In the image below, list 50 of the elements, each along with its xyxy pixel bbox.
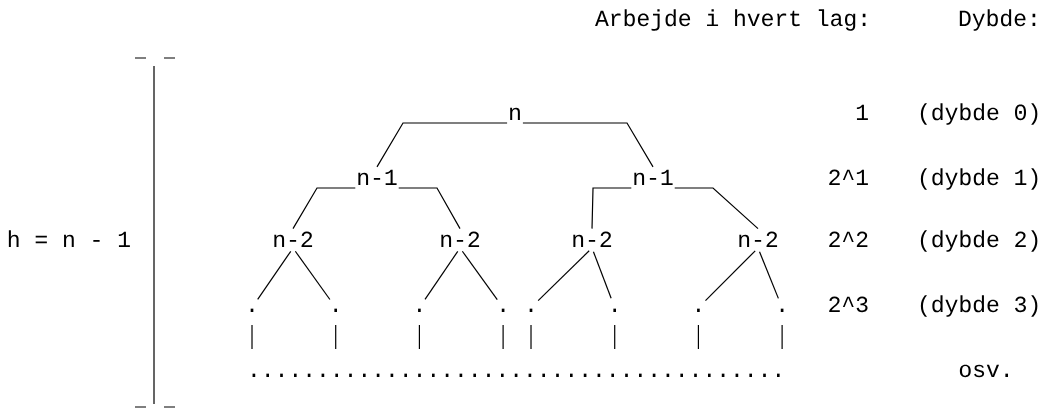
tree-branch — [674, 187, 759, 230]
tree-branch — [257, 250, 292, 300]
leaf-dot: . — [418, 308, 421, 312]
work-count: 1 — [856, 104, 868, 120]
stem-line — [251, 324, 253, 350]
tree-branch — [292, 187, 356, 230]
tree-branch — [758, 251, 779, 299]
stem-line — [418, 324, 420, 350]
tree-branch — [522, 122, 654, 168]
tree-node-label: n-1 — [358, 169, 397, 185]
column-heading: Dybde: — [959, 9, 1036, 31]
tree-branch — [376, 122, 508, 168]
stem-line — [335, 324, 337, 350]
depth-note: (dybde 3) — [920, 295, 1038, 317]
leaf-dot: . — [250, 308, 254, 312]
dotted-row: ....................................... — [252, 373, 780, 377]
tree-branch — [398, 187, 461, 230]
tree-branch — [592, 251, 612, 299]
tree-node-label: n-1 — [634, 169, 673, 185]
tree-branch — [591, 187, 632, 230]
tree-node-label: n-2 — [274, 231, 313, 247]
work-count: 2^2 — [829, 231, 868, 247]
stem-line — [614, 324, 616, 350]
leaf-dot: . — [613, 308, 617, 312]
depth-note: (dybde 1) — [920, 168, 1038, 190]
tree-node-label: n-2 — [573, 231, 612, 247]
leaf-dot: . — [780, 308, 784, 312]
tree-branch — [704, 250, 756, 302]
stem-line — [502, 324, 504, 350]
height-label: h = n - 1 — [8, 230, 130, 247]
tree-node-label: n-2 — [441, 231, 480, 247]
tree-node-label: n-2 — [739, 231, 778, 247]
leaf-dot: . — [501, 308, 505, 312]
tree-branch — [424, 250, 459, 300]
leaf-dot: . — [529, 308, 533, 312]
tree-branch — [461, 250, 498, 301]
stem-line — [781, 324, 783, 350]
depth-note: (dybde 2) — [920, 230, 1038, 252]
etc-note: osv. — [959, 364, 1009, 378]
stem-line — [697, 324, 699, 350]
leaf-dot: . — [334, 308, 337, 312]
column-heading: Arbejde i hvert lag: — [595, 9, 866, 31]
stem-line — [530, 324, 532, 350]
tree-branch — [294, 250, 331, 301]
tree-node-label: n — [510, 107, 520, 120]
leaf-dot: . — [697, 308, 700, 312]
depth-note: (dybde 0) — [920, 103, 1038, 125]
work-count: 2^3 — [829, 296, 868, 313]
tree-branch — [537, 250, 590, 302]
work-count: 2^1 — [829, 169, 868, 185]
